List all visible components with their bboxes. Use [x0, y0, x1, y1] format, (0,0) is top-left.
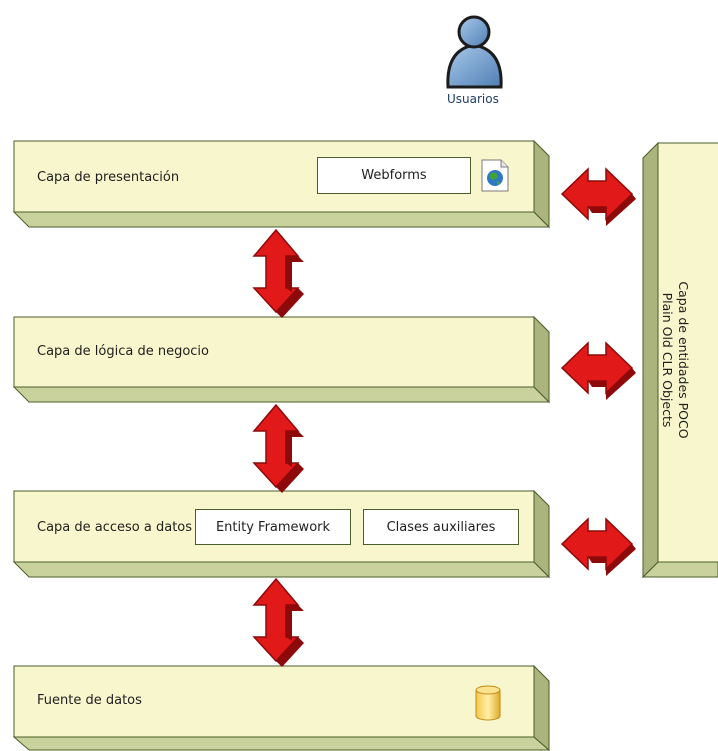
database-icon	[475, 685, 501, 721]
user-icon	[446, 15, 503, 89]
data-source-layer-label: Fuente de datos	[37, 693, 142, 708]
data-access-layer-label: Capa de acceso a datos	[37, 520, 193, 535]
entity-framework-box: Entity Framework	[195, 509, 351, 545]
arrow-business-data-access	[252, 403, 304, 493]
data-source-layer	[12, 664, 551, 751]
users-label: Usuarios	[447, 92, 499, 106]
arrow-business-entities	[560, 341, 636, 400]
business-layer	[12, 315, 551, 404]
arrow-data-access-source	[252, 577, 304, 667]
business-layer-label: Capa de lógica de negocio	[37, 344, 209, 359]
arrow-presentation-business	[252, 228, 304, 318]
presentation-layer-label: Capa de presentación	[37, 170, 180, 185]
entities-label-line2: Plain Old CLR Objects	[660, 292, 675, 428]
entities-layer	[641, 141, 718, 579]
webforms-box: Webforms	[317, 157, 471, 194]
entities-label-line1: Capa de entidades POCO	[676, 281, 691, 439]
clases-auxiliares-box: Clases auxiliares	[363, 509, 519, 545]
web-page-icon	[481, 159, 509, 192]
arrow-presentation-entities	[560, 167, 636, 226]
arrow-data-access-entities	[560, 517, 636, 576]
entities-layer-label: Capa de entidades POCO Plain Old CLR Obj…	[659, 281, 691, 438]
